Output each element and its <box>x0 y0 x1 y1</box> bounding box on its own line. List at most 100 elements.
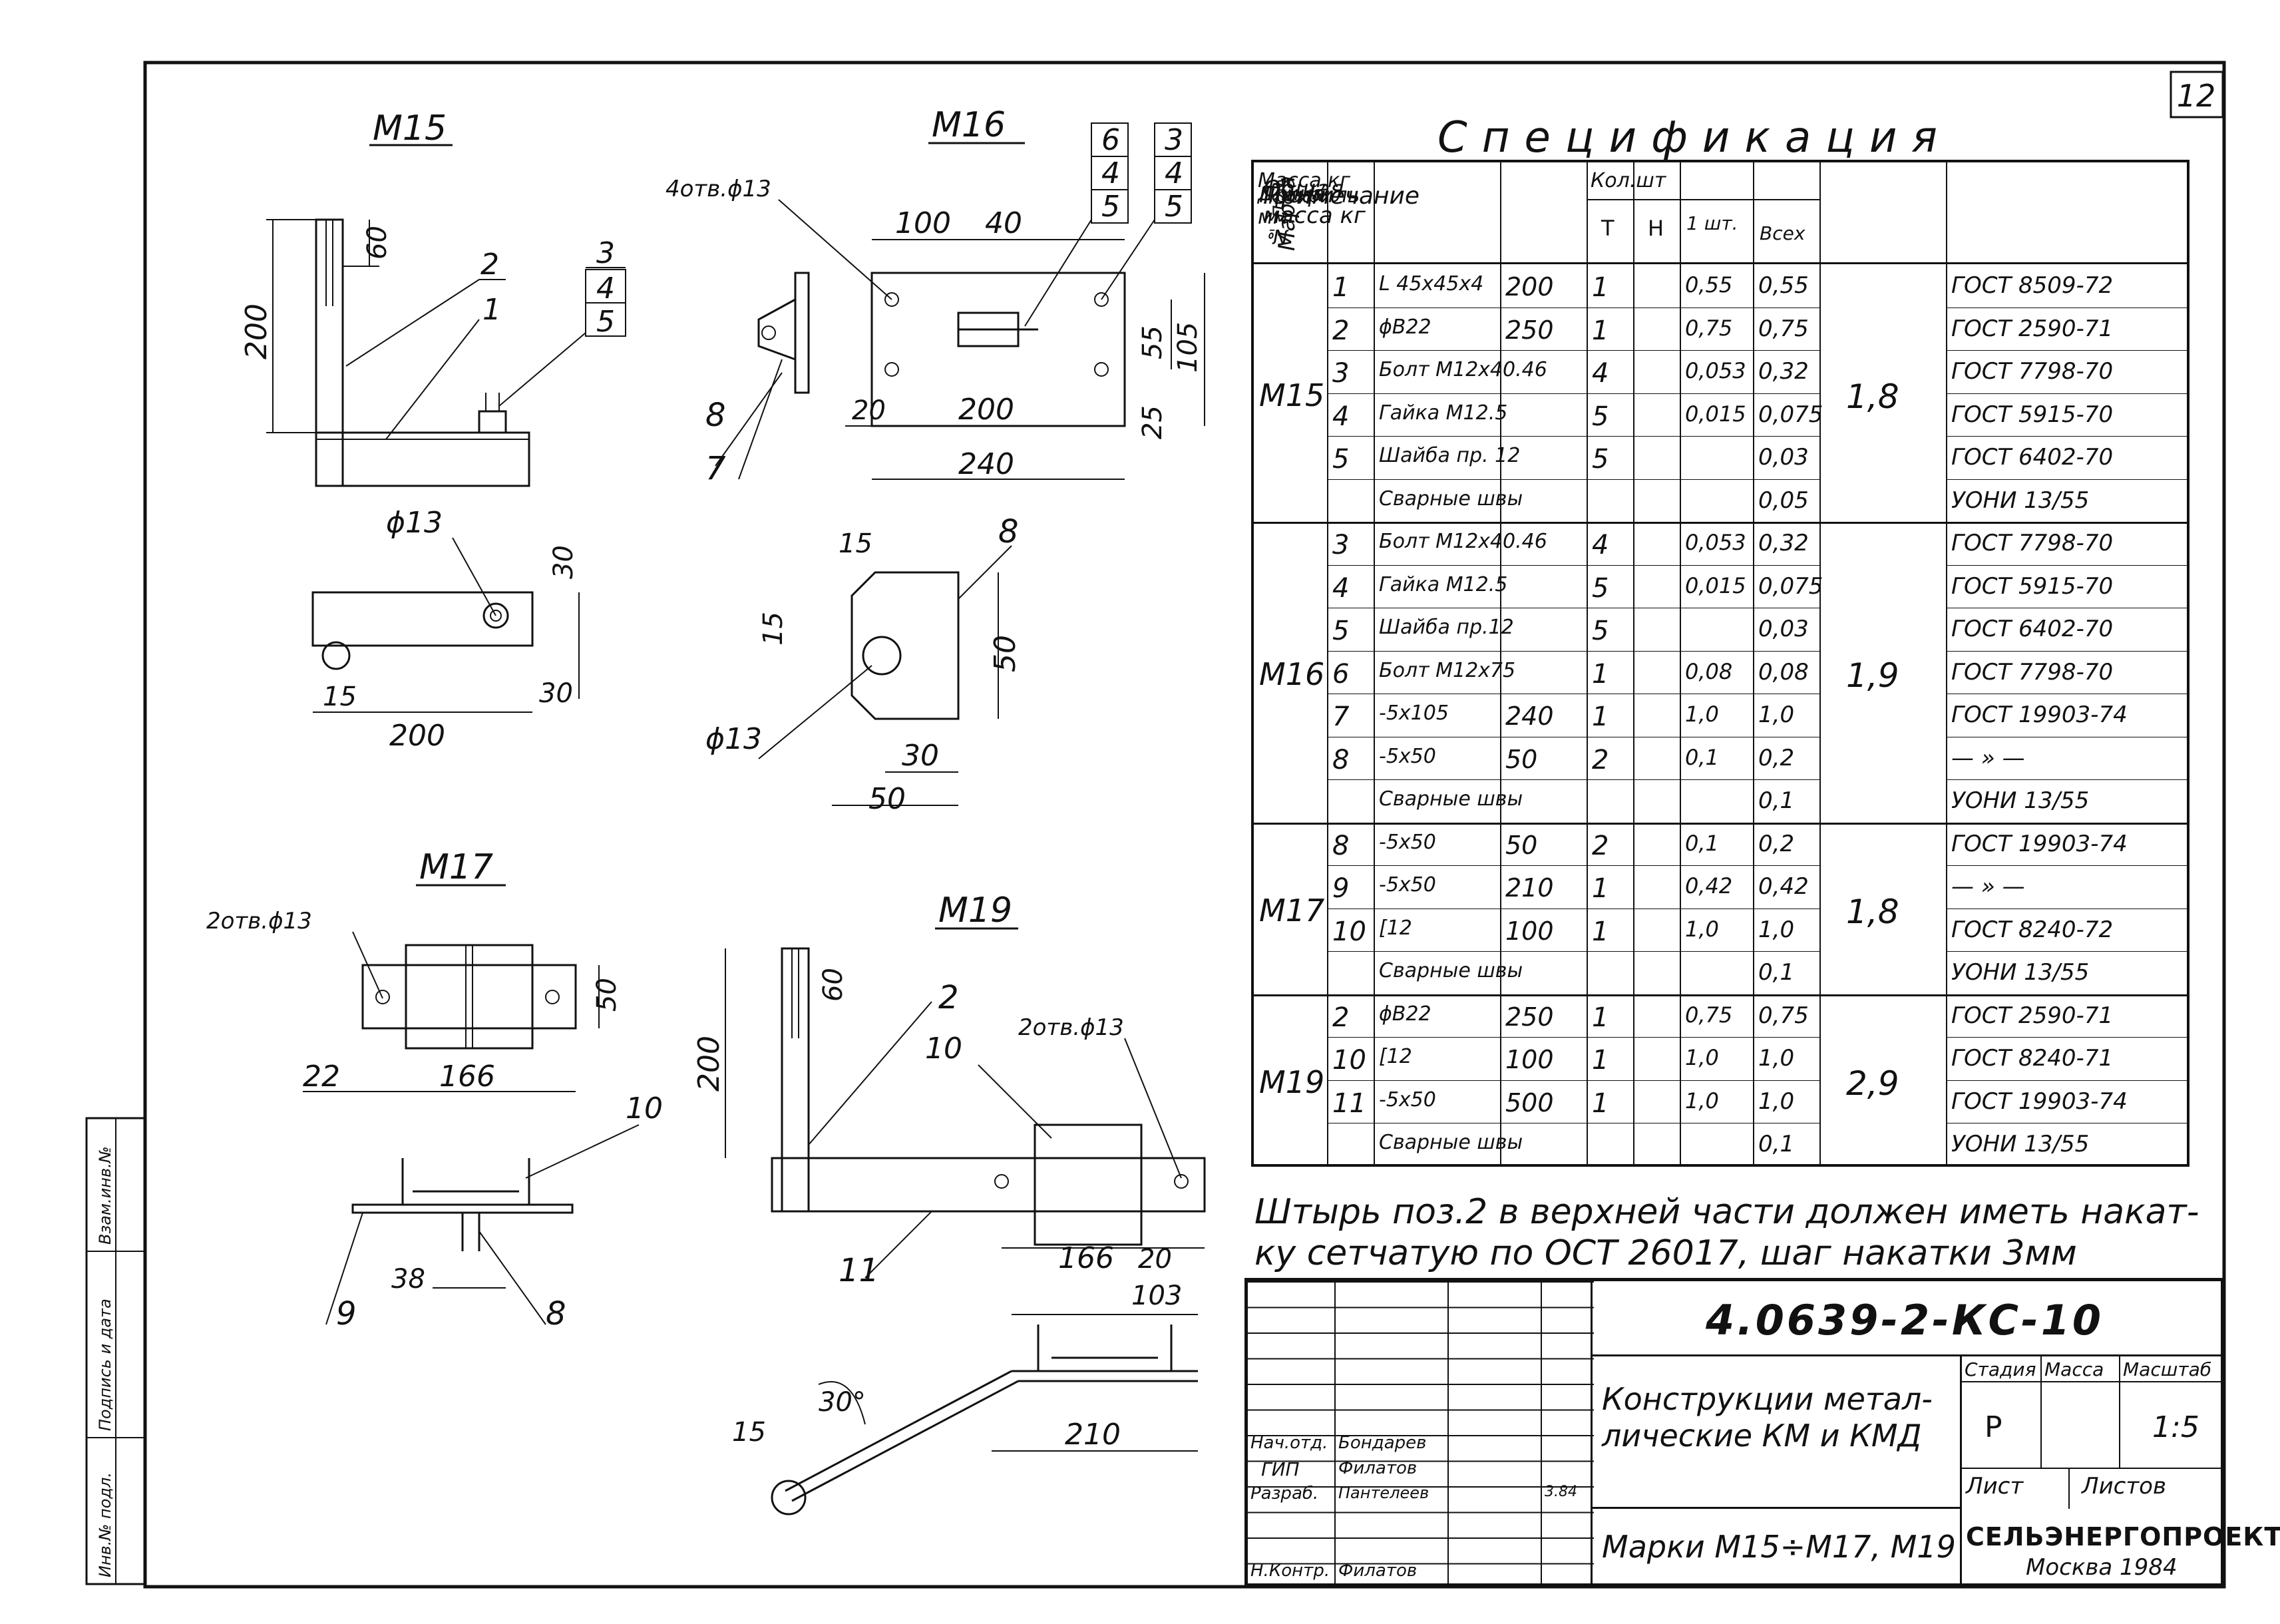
spec-cell-mass-all: 0,05 <box>1758 487 1809 514</box>
m16-dim-50h: 50 <box>868 782 906 816</box>
spec-cell-length: 240 <box>1505 702 1554 731</box>
spec-cell-mass-1: 0,015 <box>1685 572 1746 598</box>
spec-cell-profile: Сварные швы <box>1379 487 1523 510</box>
spec-cell-mass-all: 1,0 <box>1758 702 1795 728</box>
spec-cell-note: ГОСТ 8240-72 <box>1951 916 2114 943</box>
m19-dim-20: 20 <box>1138 1244 1172 1275</box>
spec-cell-profile: Гайка М12.5 <box>1379 401 1508 425</box>
m16-leader-6: 6 <box>1101 123 1120 157</box>
stamp-inv-podl: Инв.№ подл. <box>96 1472 114 1577</box>
spec-cell-length: 50 <box>1505 744 1538 774</box>
tb-name-2: Пантелеев <box>1338 1484 1429 1502</box>
m16-leader-5a: 5 <box>1101 190 1120 224</box>
m19-dim-15: 15 <box>732 1417 766 1448</box>
m16-title: M16 <box>932 105 1006 145</box>
spec-cell-mass-all: 0,75 <box>1758 1002 1809 1029</box>
m16-dim-40: 40 <box>985 206 1022 240</box>
spec-cell-mass-1: 1,0 <box>1685 1088 1719 1114</box>
spec-cell-mass-1: 0,1 <box>1685 830 1719 856</box>
spec-cell-note: ГОСТ 7798-70 <box>1951 530 2114 556</box>
spec-cell-note: ГОСТ 5915-70 <box>1951 401 2114 428</box>
m15-hole-label: ϕ13 <box>386 506 443 540</box>
spec-cell-profile: -5х50 <box>1379 1088 1436 1112</box>
spec-cell-qty: 5 <box>1592 616 1609 646</box>
m16-dim-50v: 50 <box>988 635 1022 672</box>
stamp-vzam: Взам.инв.№ <box>96 1146 114 1245</box>
spec-cell-note: ГОСТ 2590-71 <box>1951 315 2114 342</box>
spec-cell-mass-all: 0,1 <box>1758 787 1795 814</box>
spec-cell-mass-all: 0,75 <box>1758 315 1809 342</box>
spec-cell-pos: 3 <box>1332 358 1350 389</box>
m15-leader-2: 2 <box>480 248 499 282</box>
spec-cell-mass-all: 0,03 <box>1758 444 1809 471</box>
spec-cell-profile: ϕВ22 <box>1379 315 1431 339</box>
spec-cell-pos: 8 <box>1332 744 1350 775</box>
spec-cell-qty: 5 <box>1592 572 1609 604</box>
tb-stage-h: Стадия <box>1965 1358 2036 1380</box>
tb-stage: Р <box>1985 1410 2002 1444</box>
m17-dim-38: 38 <box>391 1264 425 1295</box>
m17-title: M17 <box>419 847 493 887</box>
spec-cell-note: УОНИ 13/55 <box>1951 787 2090 814</box>
m15-dim-200h: 200 <box>389 719 445 753</box>
m16-leader-8b: 8 <box>998 513 1019 550</box>
spec-cell-note: ГОСТ 8240-71 <box>1951 1045 2114 1072</box>
spec-cell-mass-1: 1,0 <box>1685 916 1719 942</box>
spec-h-profile: Профиль <box>1259 182 1360 208</box>
view-m19: M19 200 60 2 10 2отв.ϕ13 11 166 20 103 2… <box>692 891 1206 1516</box>
tb-org: СЕЛЬЭНЕРГОПРОЕКТ <box>1966 1522 2280 1551</box>
m15-title: M15 <box>373 108 447 148</box>
m16-leader-3: 3 <box>1165 123 1183 157</box>
spec-cell-length: 500 <box>1505 1088 1554 1117</box>
spec-cell-pos: 10 <box>1332 1045 1366 1076</box>
tb-sheet-h: Лист <box>1966 1473 2024 1500</box>
spec-group-mark: M16 <box>1259 656 1325 692</box>
m16-dim-105: 105 <box>1173 322 1203 373</box>
tb-doc-code: 4.0639-2-КС-10 <box>1706 1296 2104 1344</box>
spec-cell-qty: 1 <box>1592 916 1609 947</box>
spec-cell-pos: 6 <box>1332 658 1350 690</box>
m19-leader-2: 2 <box>938 979 959 1016</box>
spec-cell-pos: 8 <box>1332 830 1350 861</box>
tb-role-3: Н.Контр. <box>1250 1561 1330 1581</box>
spec-cell-mass-all: 0,1 <box>1758 959 1795 986</box>
spec-cell-mass-all: 0,42 <box>1758 873 1809 900</box>
tb-mass-h: Масса <box>2044 1358 2104 1380</box>
spec-cell-mass-all: 0,32 <box>1758 530 1809 556</box>
spec-cell-mass-1: 0,053 <box>1685 530 1746 555</box>
m16-leader-4b: 4 <box>1165 156 1183 190</box>
m19-dim-200: 200 <box>692 1036 726 1092</box>
m19-title: M19 <box>938 891 1012 930</box>
spec-cell-length: 210 <box>1505 873 1554 903</box>
tb-role-2: Разраб. <box>1250 1484 1319 1504</box>
tb-scale: 1:5 <box>2152 1410 2199 1444</box>
m15-dim-30a: 30 <box>548 545 579 579</box>
side-stamp: Инв.№ подл. Подпись и дата Взам.инв.№ <box>85 1117 146 1585</box>
spec-cell-length: 100 <box>1505 1045 1554 1074</box>
spec-cell-length: 100 <box>1505 916 1554 946</box>
spec-cell-length: 250 <box>1505 1002 1554 1032</box>
spec-cell-pos: 1 <box>1332 272 1350 303</box>
m15-dim-200v: 200 <box>240 304 274 359</box>
tb-name-line-1: Конструкции метал- <box>1602 1381 1933 1417</box>
spec-cell-qty: 4 <box>1592 358 1609 389</box>
tb-date-2: 3.84 <box>1545 1484 1577 1500</box>
spec-group-total: 2,9 <box>1846 1064 1899 1103</box>
sheet-frame <box>143 61 2226 1589</box>
spec-cell-profile: Сварные швы <box>1379 959 1523 982</box>
spec-cell-mass-all: 0,2 <box>1758 744 1795 771</box>
m16-leader-8: 8 <box>705 397 726 434</box>
spec-cell-note: ГОСТ 7798-70 <box>1951 358 2114 385</box>
